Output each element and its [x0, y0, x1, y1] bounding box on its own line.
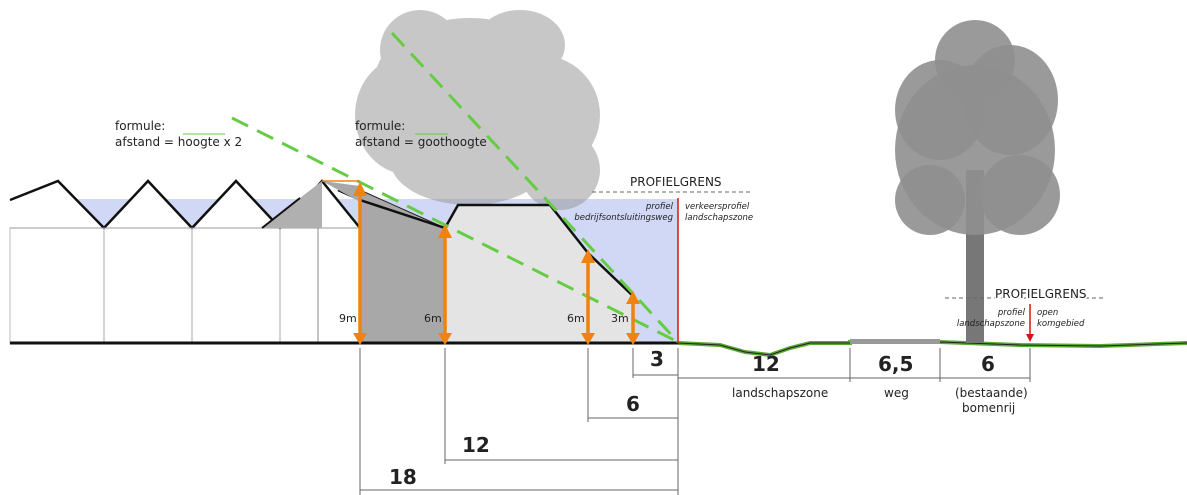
height-arrows — [322, 180, 640, 345]
height-label-3: 6m — [567, 312, 585, 325]
tree-left — [355, 10, 600, 343]
dim-zone: 12 — [752, 352, 780, 376]
zone-trees-1: (bestaande) — [955, 386, 1028, 400]
profile-left-r2: landschapszone — [685, 213, 753, 223]
formula-right-title: formule: — [355, 119, 405, 133]
height-label-1: 9m — [339, 312, 357, 325]
dim-road: 6,5 — [878, 352, 913, 376]
formula-left-expr: afstand = hoogte x 2 — [115, 135, 242, 149]
profile-right-l1: profiel — [997, 308, 1026, 318]
profile-left-l1: profiel — [645, 202, 674, 212]
zone-trees-2: bomenrij — [962, 401, 1015, 415]
dim-6: 6 — [626, 392, 640, 416]
road-surface — [850, 339, 940, 344]
dim-12: 12 — [462, 433, 490, 457]
profile-left-l2: bedrijfsontsluitingsweg — [574, 213, 673, 223]
tree-right — [895, 20, 1060, 343]
dim-18: 18 — [389, 465, 417, 489]
formula-right-expr: afstand = goothoogte — [355, 135, 487, 149]
dim-trees: 6 — [981, 352, 995, 376]
dim-3: 3 — [650, 347, 664, 371]
dimension-lines — [359, 348, 1031, 495]
formula-left-title: formule: — [115, 119, 165, 133]
profile-right-title: PROFIELGRENS — [995, 287, 1087, 301]
zone-road: weg — [884, 386, 909, 400]
height-label-2: 6m — [424, 312, 442, 325]
formula-line-right — [390, 31, 680, 344]
profile-left-r1: verkeersprofiel — [685, 202, 750, 212]
profile-right-l2: landschapszone — [957, 319, 1025, 329]
profile-right-r2: komgebied — [1037, 319, 1085, 329]
profile-right-r1: open — [1037, 308, 1058, 318]
zone-landscape: landschapszone — [732, 386, 828, 400]
profile-left-title: PROFIELGRENS — [630, 175, 722, 189]
height-label-4: 3m — [611, 312, 629, 325]
